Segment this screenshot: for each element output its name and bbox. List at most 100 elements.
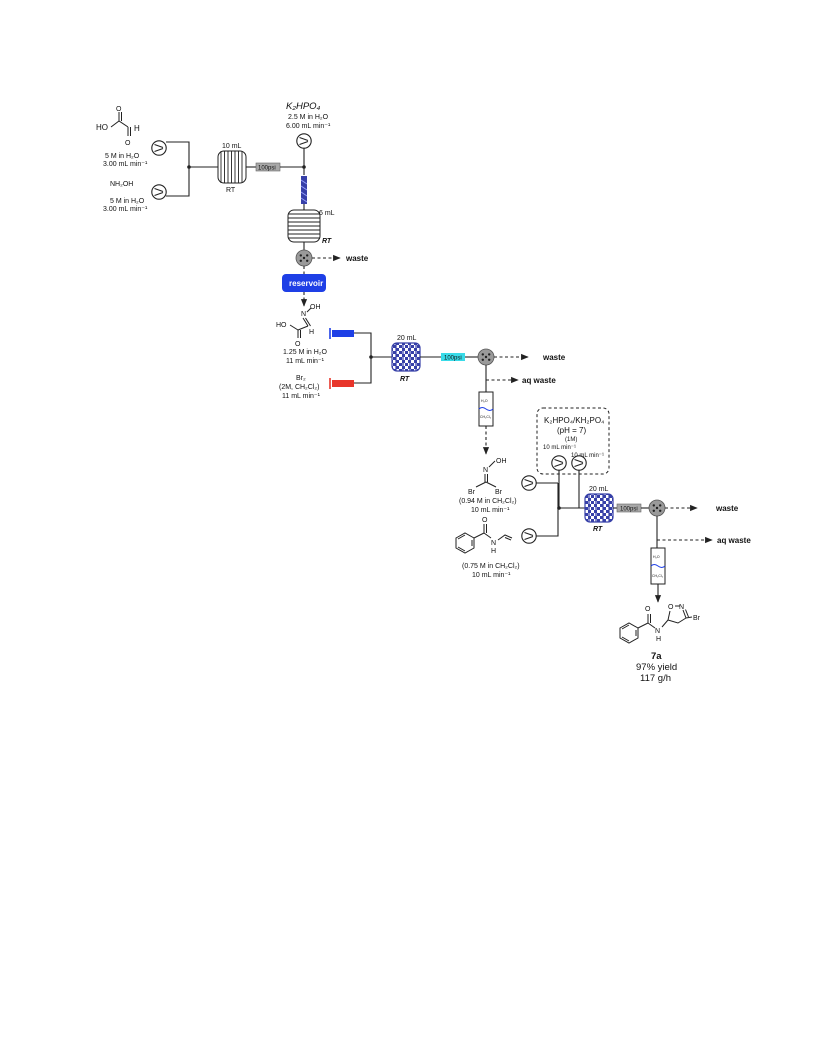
valve-icon (477, 348, 495, 366)
enamide-conc: (0.75 M in CH₂Cl₂) (462, 563, 520, 570)
svg-text:H₂O: H₂O (653, 555, 660, 559)
syringe-blue-icon (329, 328, 354, 339)
svg-text:N: N (483, 467, 488, 474)
buffer-flow-1: 10 mL min⁻¹ (543, 445, 576, 451)
syringe-red-icon (329, 378, 354, 389)
svg-text:N: N (679, 604, 684, 611)
product-rate: 117 g/h (640, 673, 671, 684)
packed-reactor-2 (584, 493, 614, 523)
svg-text:O: O (116, 106, 122, 113)
pump-icon (521, 528, 537, 544)
pump-icon (551, 455, 567, 471)
coil-1-volume: 10 mL (222, 143, 242, 150)
coil-reactor-1 (217, 150, 247, 184)
product-yield: 97% yield (636, 662, 677, 673)
base-flow: 6.00 mL min⁻¹ (286, 123, 331, 130)
svg-text:O: O (295, 341, 301, 348)
dibromo-conc: (0.94 M in CH₂Cl₂) (459, 498, 517, 505)
bpr-label: 100psi (620, 507, 638, 513)
reservoir (282, 274, 326, 292)
svg-text:Br: Br (693, 615, 701, 622)
reagent-b-conc: 5 M in H₂O (110, 198, 145, 205)
reagent-a-flow: 3.00 mL min⁻¹ (103, 161, 148, 168)
svg-text:CH₂Cl₂: CH₂Cl₂ (480, 415, 492, 419)
product-7a: O N H O N Br 7a 97% yield 117 g/h (619, 604, 701, 684)
phase-separator-1: H₂O CH₂Cl₂ (478, 391, 494, 427)
svg-text:H: H (656, 636, 661, 643)
svg-text:HO: HO (96, 123, 108, 132)
aq-waste-label-1: aq waste (522, 376, 556, 385)
coil-2-volume: 6 mL (319, 210, 335, 217)
svg-text:O: O (645, 606, 651, 613)
svg-text:O: O (482, 517, 488, 524)
pump-icon (151, 184, 167, 200)
svg-text:N: N (301, 311, 306, 318)
buffer-box (536, 407, 610, 475)
waste-label-3: waste (715, 504, 739, 513)
reactor-2-temp: RT (593, 526, 603, 533)
pump-icon (296, 133, 312, 149)
oxime-flow: 11 mL min⁻¹ (286, 358, 325, 365)
svg-text:H: H (134, 124, 140, 133)
bromine-flow: 11 mL min⁻¹ (282, 393, 321, 400)
stage-3: OH N Br Br (0.94 M in CH₂Cl₂) 10 mL min⁻… (455, 407, 751, 603)
phase-separator-2: H₂O CH₂Cl₂ (650, 547, 666, 585)
reactor-1-temp: RT (400, 376, 410, 383)
buffer-flow-2: 10 mL min⁻¹ (571, 453, 604, 459)
waste-label-1: waste (345, 254, 369, 263)
svg-text:N: N (655, 628, 660, 635)
dibromoformaldoxime-structure: OH N Br Br (468, 458, 507, 496)
reactor-2-volume: 20 mL (589, 486, 609, 493)
svg-text:H: H (309, 329, 314, 336)
stage-1: HO O O H 5 M in H₂O 3.00 mL min⁻¹ NH₂OH … (96, 101, 369, 307)
svg-text:HO: HO (276, 322, 287, 329)
buffer-name: K₂HPO₄/KH₂PO₄ (544, 416, 604, 425)
static-mixer (301, 176, 307, 204)
packed-reactor-1 (391, 342, 421, 372)
reactor-1-volume: 20 mL (397, 335, 417, 342)
n-vinylbenzamide-structure: O N H (455, 517, 513, 555)
buffer-conc: (1M) (565, 437, 577, 443)
svg-text:OH: OH (496, 458, 507, 465)
pump-icon (571, 455, 587, 471)
svg-text:O: O (668, 604, 674, 611)
dibromo-flow: 10 mL min⁻¹ (471, 507, 510, 514)
svg-text:O: O (125, 140, 131, 147)
pump-icon (151, 140, 167, 156)
svg-text:H₂O: H₂O (481, 399, 488, 403)
bromine-conc: (2M, CH₂Cl₂) (279, 384, 319, 391)
enamide-flow: 10 mL min⁻¹ (472, 572, 511, 579)
stage-2: N OH H HO O 1.25 M in H₂O 11 mL min⁻¹ Br… (276, 304, 566, 455)
reagent-a-conc: 5 M in H₂O (105, 153, 140, 160)
coil-reactor-2 (287, 209, 321, 243)
base-conc: 2.5 M in H₂O (288, 114, 329, 121)
bpr-label: 100psi (258, 166, 276, 172)
svg-text:Br: Br (495, 489, 503, 496)
svg-text:H: H (491, 548, 496, 555)
base-name: K₂HPO₄ (286, 101, 321, 112)
reservoir-label: reservoir (289, 279, 323, 288)
valve-icon (648, 499, 666, 517)
reagent-b-flow: 3.00 mL min⁻¹ (103, 206, 148, 213)
bromine-formula: Br₂ (296, 375, 306, 382)
glyoxylic-acid-structure: HO O O H (96, 106, 140, 147)
oxime-conc: 1.25 M in H₂O (283, 349, 328, 356)
hydroxylamine-label: NH₂OH (110, 181, 133, 188)
svg-text:OH: OH (310, 304, 321, 311)
coil-1-temp: RT (226, 187, 236, 194)
product-id: 7a (651, 651, 662, 662)
buffer-ph: (pH = 7) (557, 426, 586, 435)
valve-icon (295, 249, 313, 267)
back-pressure-regulator (441, 353, 465, 361)
bpr-label: 100psi (444, 356, 462, 362)
svg-text:CH₂Cl₂: CH₂Cl₂ (652, 574, 664, 578)
svg-text:Br: Br (468, 489, 476, 496)
glyoxylic-oxime-structure: N OH H HO O (276, 304, 321, 348)
isoxazoline-product-structure: O N H O N Br (619, 604, 701, 644)
svg-text:N: N (491, 540, 496, 547)
waste-label-2: waste (542, 353, 566, 362)
pump-icon (521, 475, 537, 491)
aq-waste-label-2: aq waste (717, 536, 751, 545)
coil-2-temp: RT (322, 238, 332, 245)
